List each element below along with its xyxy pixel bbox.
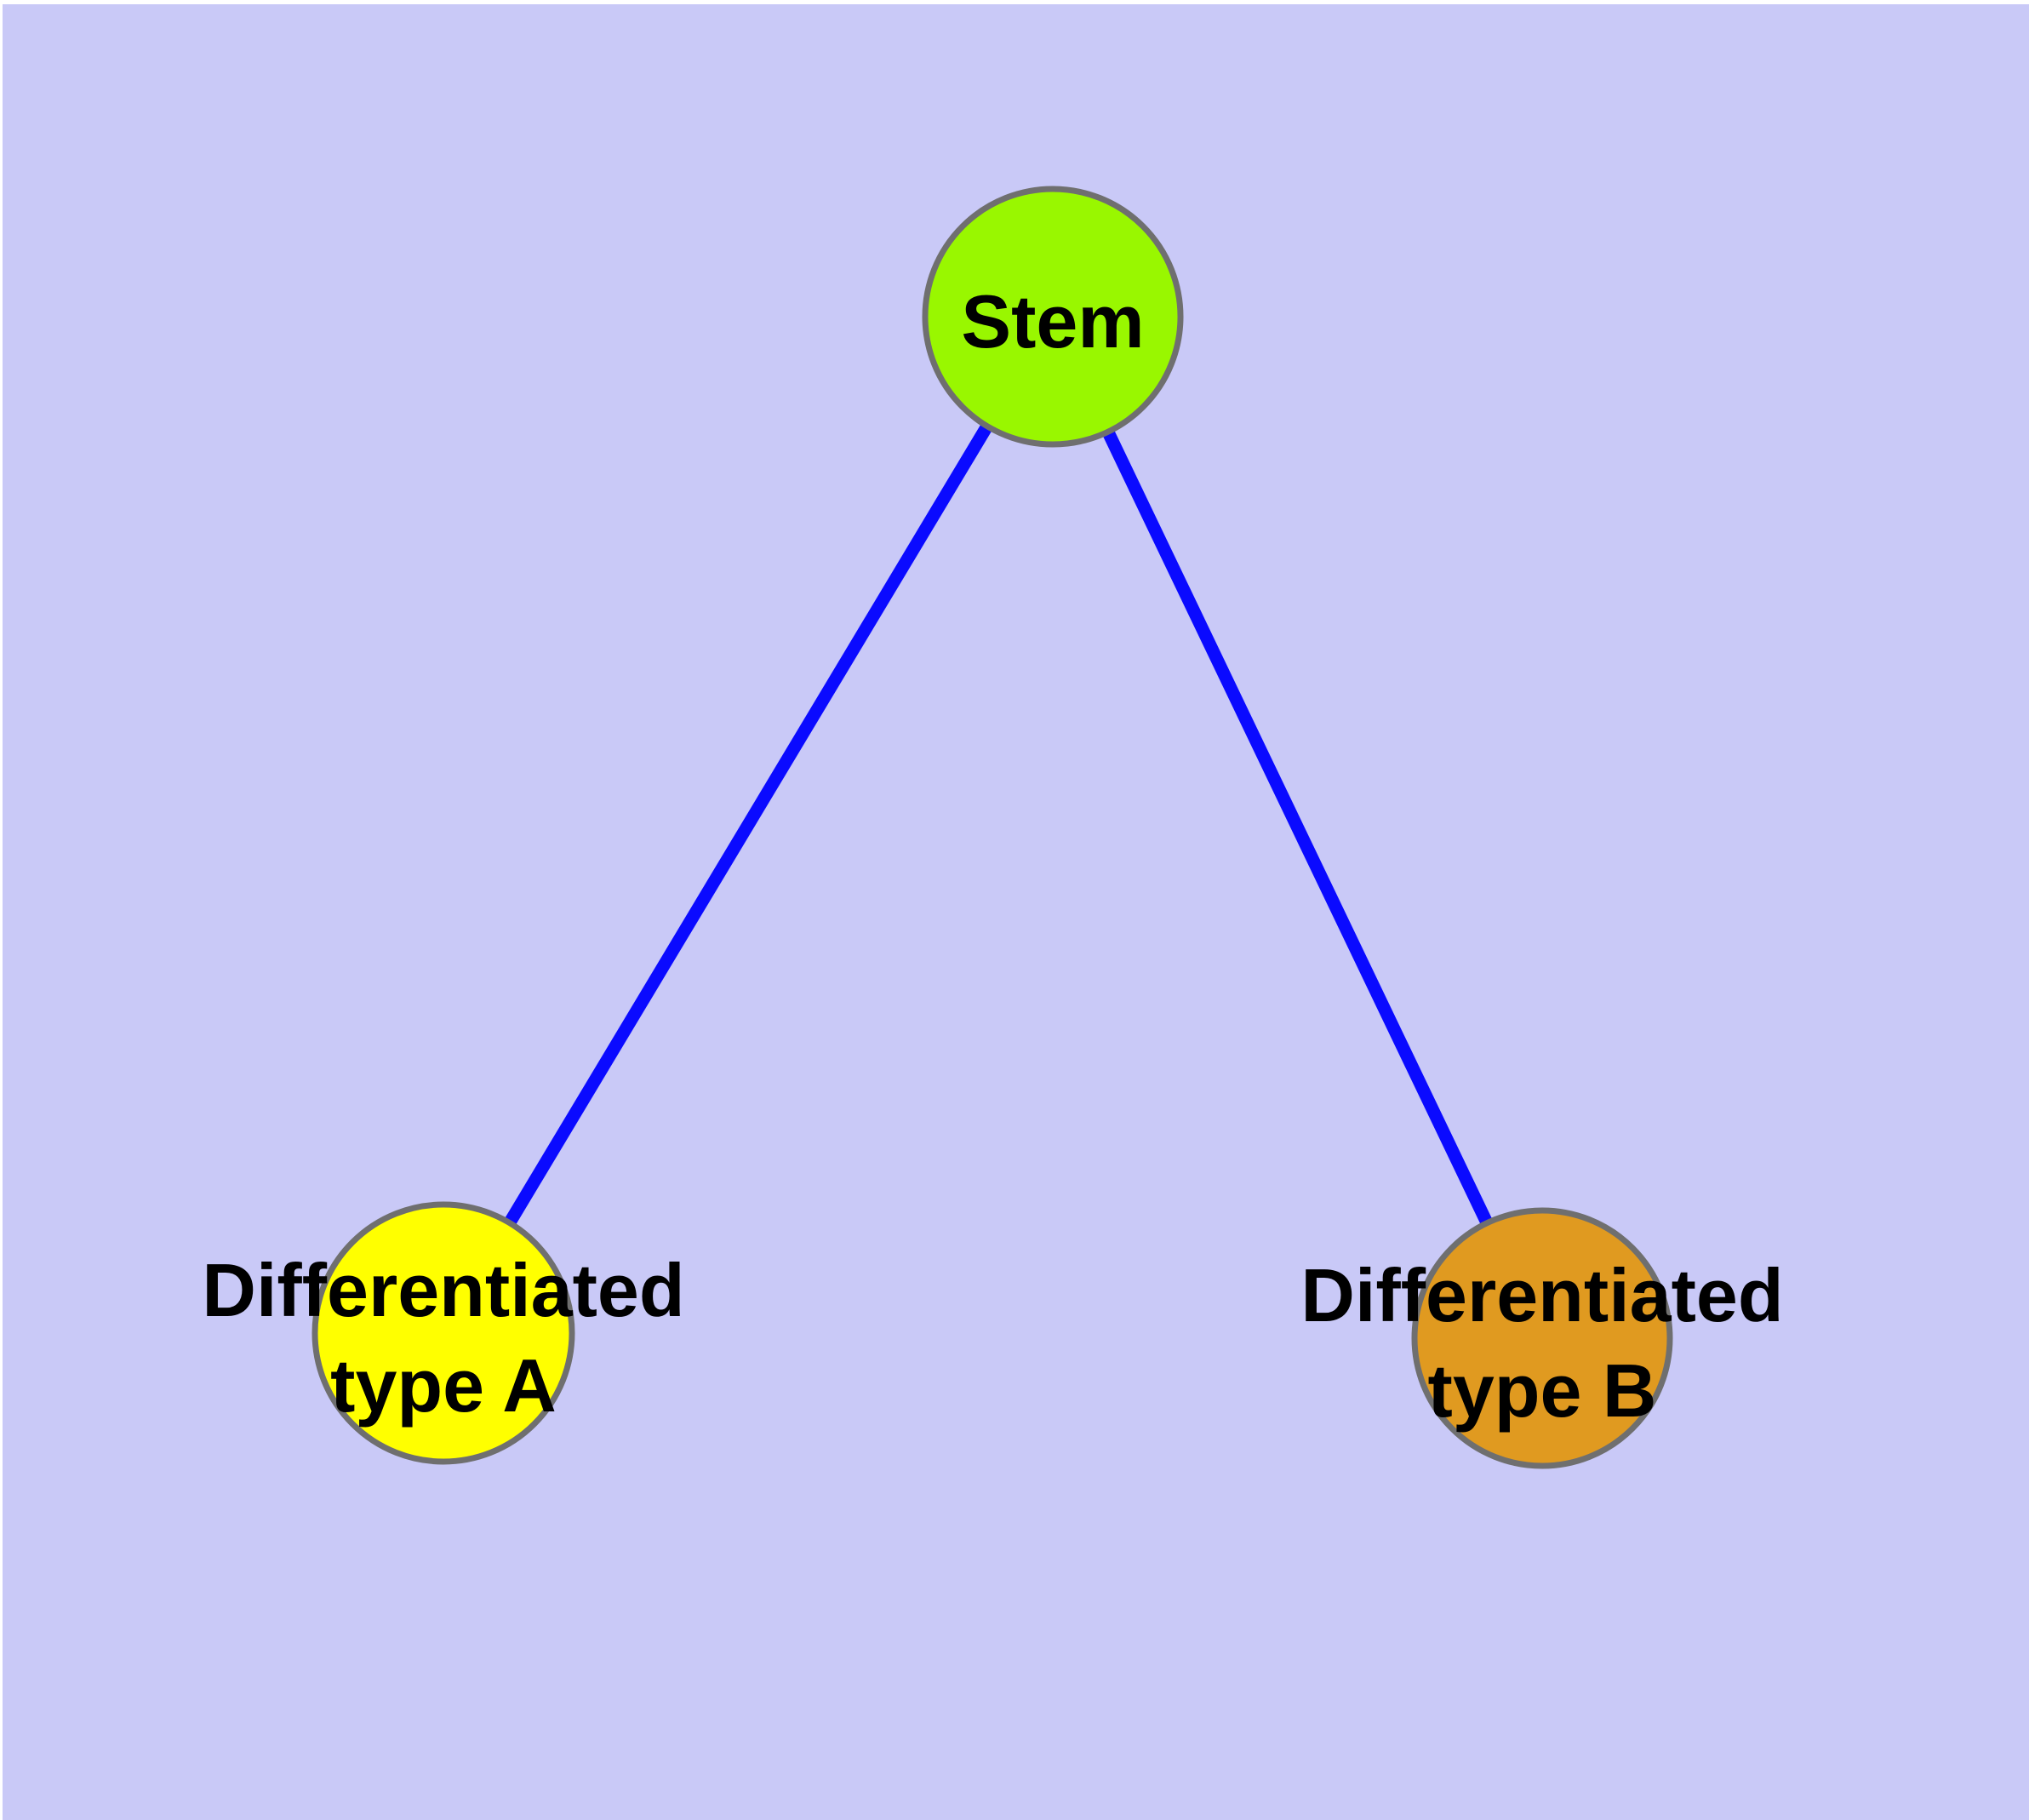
- node-stem-circle: [922, 186, 1184, 448]
- node-differentiated-type-b-label-line-1: Differentiated: [1300, 1253, 1783, 1337]
- node-differentiated-type-a-circle: [311, 1201, 575, 1465]
- edge-stem-to-differentiated-type-b: [1047, 313, 1548, 1342]
- node-differentiated-type-b-circle: [1411, 1207, 1673, 1469]
- node-differentiated-type-a-label-line-2: type A: [330, 1343, 557, 1428]
- node-stem-label: Stem: [961, 279, 1144, 363]
- node-differentiated-type-a-label: Differentiated type A: [202, 1248, 684, 1428]
- node-differentiated-type-b-label-line-2: type B: [1428, 1348, 1657, 1433]
- edge-stem-to-differentiated-type-a: [437, 313, 1059, 1336]
- node-differentiated-type-a-label-line-1: Differentiated: [202, 1248, 684, 1332]
- node-differentiated-type-b-label: Differentiated type B: [1300, 1253, 1783, 1433]
- node-stem-label-line-1: Stem: [961, 279, 1144, 363]
